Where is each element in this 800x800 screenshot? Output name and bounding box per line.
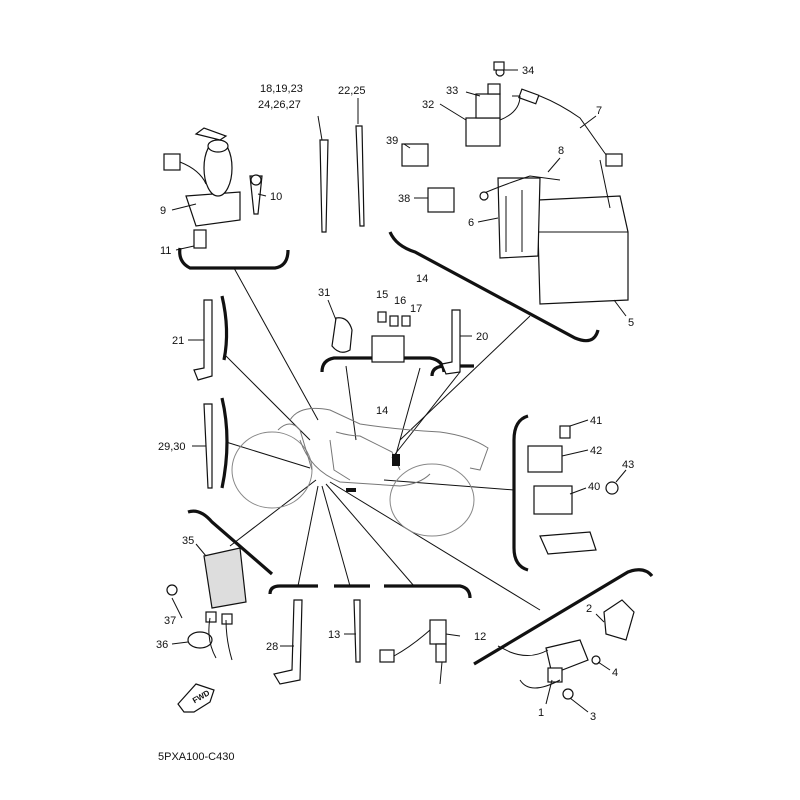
band-13 bbox=[353, 599, 361, 663]
label-part-42: 42 bbox=[590, 445, 602, 457]
bracket-12 bbox=[384, 584, 472, 599]
label-part-1: 1 bbox=[538, 707, 544, 719]
motorcycle-outline bbox=[231, 407, 489, 537]
label-part-33: 33 bbox=[446, 85, 458, 97]
relay-bracket-assy bbox=[527, 425, 619, 555]
bracket-left-band-2 bbox=[220, 397, 229, 489]
relay-38 bbox=[427, 187, 455, 213]
label-part-3: 3 bbox=[590, 711, 596, 723]
label-part-21: 21 bbox=[172, 335, 184, 347]
main-switch-assy bbox=[163, 127, 263, 249]
label-part-28: 28 bbox=[266, 641, 278, 653]
label-part-41: 41 bbox=[590, 415, 602, 427]
label-part-17: 17 bbox=[410, 303, 422, 315]
label-part-31: 31 bbox=[318, 287, 330, 299]
band-29 bbox=[203, 403, 213, 489]
label-part-14-callout: 14 bbox=[376, 405, 388, 417]
label-part-10: 10 bbox=[270, 191, 282, 203]
bracket-regulator bbox=[187, 509, 274, 576]
starter-relay-assy bbox=[465, 61, 521, 147]
label-part-24-26-27: 24,26,27 bbox=[258, 99, 301, 111]
label-part-11: 11 bbox=[160, 245, 171, 257]
label-part-2: 2 bbox=[586, 603, 592, 615]
label-part-16: 16 bbox=[394, 295, 406, 307]
bracket-sidestand bbox=[473, 568, 654, 666]
cable-tie-22 bbox=[355, 125, 365, 227]
label-part-5: 5 bbox=[628, 317, 634, 329]
leader-lines bbox=[225, 267, 541, 611]
cable-tie-18 bbox=[319, 139, 329, 233]
sidestand-switch-assy bbox=[497, 599, 635, 700]
label-leaders bbox=[171, 69, 627, 713]
label-part-8: 8 bbox=[558, 145, 564, 157]
label-part-34: 34 bbox=[522, 65, 534, 77]
band-21 bbox=[193, 299, 213, 381]
label-part-6: 6 bbox=[468, 217, 474, 229]
diagram-code: 5PXA100-C430 bbox=[158, 751, 234, 763]
relay-39 bbox=[401, 143, 429, 167]
bracket-battery bbox=[388, 231, 600, 343]
label-part-14: 14 bbox=[416, 273, 428, 285]
label-part-18-19-23: 18,19,23 bbox=[260, 83, 303, 95]
label-part-43: 43 bbox=[622, 459, 634, 471]
label-part-13: 13 bbox=[328, 629, 340, 641]
fwd-arrow: FWD bbox=[177, 683, 215, 713]
label-part-12: 12 bbox=[474, 631, 486, 643]
fuse-assy bbox=[331, 311, 411, 363]
label-part-29-30: 29,30 bbox=[158, 441, 186, 453]
label-part-4: 4 bbox=[612, 667, 618, 679]
callout-marker-2 bbox=[346, 488, 356, 492]
bracket-main-switch bbox=[178, 247, 290, 270]
label-part-20: 20 bbox=[476, 331, 488, 343]
bracket-relay bbox=[512, 414, 529, 572]
label-part-38: 38 bbox=[398, 193, 410, 205]
band-20 bbox=[441, 309, 461, 375]
battery-assy bbox=[479, 88, 629, 305]
label-part-37: 37 bbox=[164, 615, 176, 627]
label-part-40: 40 bbox=[588, 481, 600, 493]
bracket-left-band bbox=[220, 295, 229, 361]
label-part-9: 9 bbox=[160, 205, 166, 217]
neutral-switch-assy bbox=[379, 619, 447, 685]
label-part-22-25: 22,25 bbox=[338, 85, 366, 97]
regulator-assy bbox=[166, 547, 247, 661]
label-part-15: 15 bbox=[376, 289, 388, 301]
label-part-35: 35 bbox=[182, 535, 194, 547]
label-part-39: 39 bbox=[386, 135, 398, 147]
callout-marker bbox=[392, 454, 400, 466]
label-part-32: 32 bbox=[422, 99, 434, 111]
band-28 bbox=[273, 599, 303, 685]
label-part-36: 36 bbox=[156, 639, 168, 651]
bracket-28 bbox=[268, 584, 318, 595]
label-part-7: 7 bbox=[596, 105, 602, 117]
